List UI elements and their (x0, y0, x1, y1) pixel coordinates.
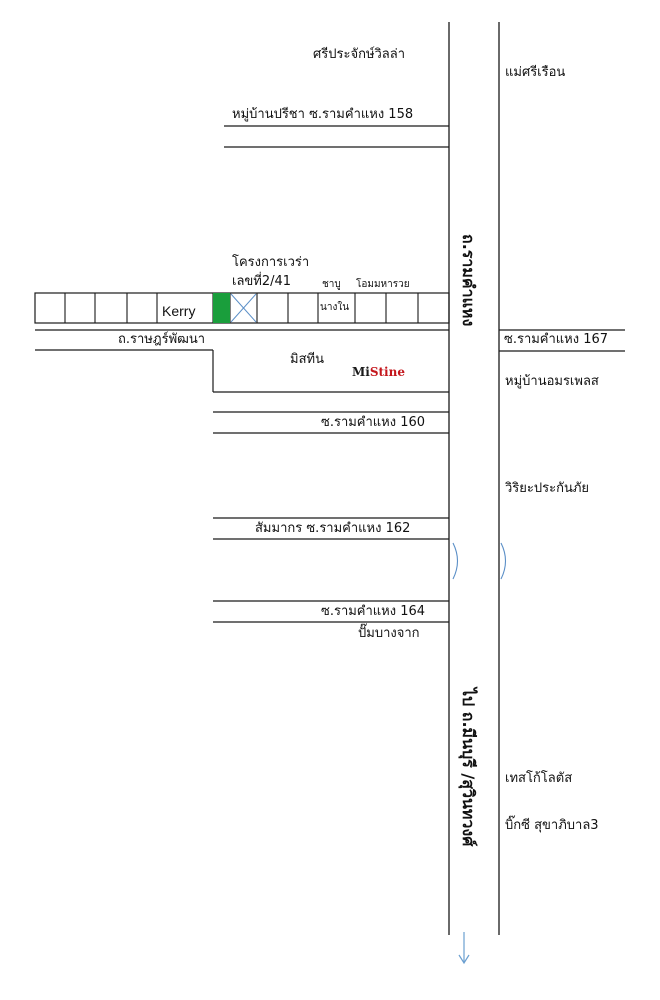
label-mistine-shop: มิสทีน (290, 352, 324, 367)
label-bigc: บิ๊กซี สุขาภิบาล3 (505, 818, 599, 833)
label-soi-162: สัมมากร ซ.รามคำแหง 162 (255, 521, 411, 536)
label-soi-167: ซ.รามคำแหง 167 (504, 332, 609, 347)
label-rat-road: ถ.ราษฎร์พัฒนา (118, 332, 206, 347)
direction-arrow-head (458, 954, 470, 965)
label-pump: ปั๊มบางจาก (358, 626, 420, 641)
bend-mark-right (500, 542, 507, 580)
label-ramkhamhaeng-road: ถ.รามคำแหง (459, 234, 478, 327)
mistine-logo-part-a: Mi (352, 365, 370, 379)
shophouse-row (34, 292, 450, 324)
project-marker (213, 293, 230, 323)
label-shabu: ชาบู (322, 279, 341, 290)
label-sri-prachak: ศรีประจักษ์วิลล่า (313, 47, 406, 62)
cross-mark-b (230, 293, 257, 323)
label-kerry: Kerry (162, 303, 196, 319)
mistine-logo: MiStine (352, 365, 405, 379)
label-nang-nai: นางใน (320, 302, 350, 313)
label-to-minburi: ไป ถ.มีนบุรี /สุวินทวงศ์ (459, 688, 478, 847)
label-project-name: โครงการเวร่า (232, 255, 310, 270)
mistine-logo-part-b: Stine (369, 365, 405, 379)
label-mae-sri-ruen: แม่ศรีเรือน (505, 65, 566, 80)
label-moo-ban-amorn: หมู่บ้านอมรเพลส (505, 374, 599, 389)
label-soi-164: ซ.รามคำแหง 164 (321, 604, 426, 619)
label-moo-ban-preecha: หมู่บ้านปรีชา ซ.รามคำแหง 158 (232, 107, 414, 122)
label-tesco: เทสโก้โลตัส (505, 771, 573, 786)
label-project-no: เลขที่2/41 (232, 274, 292, 289)
label-wiriya: วิริยะประกันภัย (505, 481, 590, 496)
label-soi-160: ซ.รามคำแหง 160 (321, 415, 426, 430)
bend-mark-left (452, 542, 459, 580)
label-o-mom: โอมมหารวย (356, 279, 410, 290)
